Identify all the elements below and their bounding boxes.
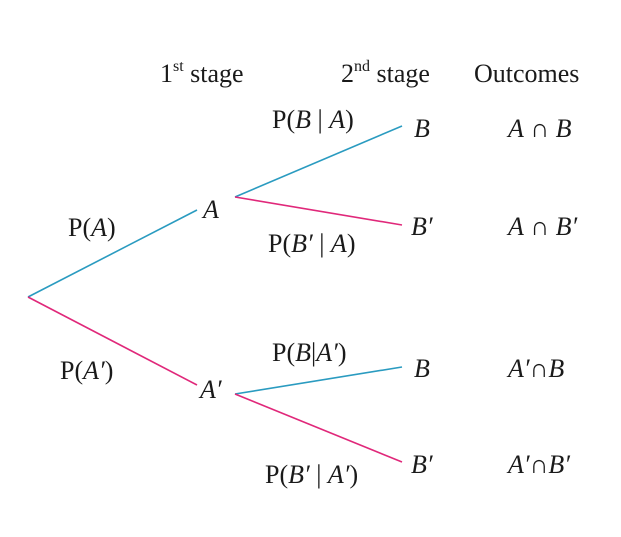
node-b-top: B bbox=[414, 114, 430, 143]
label-p-bc-given-a: P(B′ | A) bbox=[268, 229, 355, 258]
outcome-a-comp-and-b: A′∩B bbox=[506, 354, 564, 383]
label-p-b-given-a-comp: P(B|A′) bbox=[272, 338, 346, 367]
node-b-bottom: B bbox=[414, 354, 430, 383]
label-p-a: P(A) bbox=[68, 213, 116, 242]
outcome-a-and-b-comp: A ∩ B′ bbox=[506, 212, 578, 241]
outcome-a-and-b: A ∩ B bbox=[506, 114, 572, 143]
outcome-a-comp-and-b-comp: A′∩B′ bbox=[506, 450, 570, 479]
header-outcomes: Outcomes bbox=[474, 59, 579, 88]
node-a-comp: A′ bbox=[198, 375, 222, 404]
branch-a-to-b-comp bbox=[234, 196, 403, 226]
branch-a-comp-to-b-comp bbox=[234, 393, 403, 463]
branch-a-comp-to-b bbox=[234, 366, 403, 395]
branch-root-to-a-comp bbox=[27, 296, 198, 386]
node-b-comp-bottom: B′ bbox=[411, 450, 433, 479]
label-p-bc-given-a-comp: P(B′ | A′) bbox=[265, 460, 358, 489]
header-second-stage: 2nd stage bbox=[341, 58, 430, 88]
label-p-b-given-a: P(B | A) bbox=[272, 105, 354, 134]
branch-a-to-b bbox=[234, 125, 403, 198]
header-first-stage: 1st stage bbox=[160, 58, 244, 88]
label-p-a-comp: P(A′) bbox=[60, 356, 113, 385]
node-a: A bbox=[201, 195, 219, 224]
node-b-comp-top: B′ bbox=[411, 212, 433, 241]
branch-root-to-a bbox=[27, 209, 198, 298]
